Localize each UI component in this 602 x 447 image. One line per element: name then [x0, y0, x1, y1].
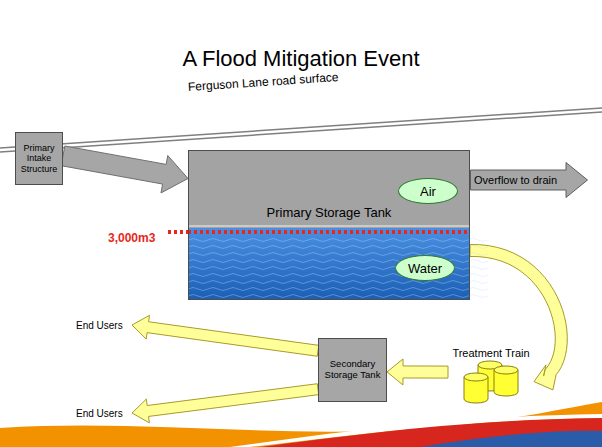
cylinder-top: [494, 366, 518, 374]
slide-title: A Flood Mitigation Event: [0, 46, 602, 72]
road-surface-line: [0, 108, 602, 148]
road-label: Ferguson Lane road surface: [188, 70, 339, 94]
flow-block-arrow: [132, 384, 319, 423]
footer-swoosh-red: [260, 418, 602, 447]
node-label: Secondary Storage Tank: [321, 359, 384, 381]
flow-block-arrow: [387, 359, 448, 385]
storage-tank: AirWater Primary Storage Tank: [188, 150, 470, 300]
capacity-level-line: [188, 230, 470, 234]
air-space: [188, 150, 470, 228]
tank-outline: [189, 151, 470, 300]
water-ripple: [188, 288, 488, 291]
water-surface: [188, 225, 470, 227]
water-ripple: [188, 253, 488, 256]
capacity-level-line: [168, 230, 190, 234]
node-label: Overflow to drain: [470, 174, 557, 186]
node-label: Air: [420, 184, 436, 199]
footer-swoosh-white: [230, 414, 602, 447]
capacity-label: 3,000m3: [108, 231, 155, 245]
secondary-tank-box: Secondary Storage Tank: [318, 338, 387, 402]
node-label: Primary Storage Tank: [188, 205, 470, 220]
treatment-train: Treatment Train: [448, 348, 534, 404]
intake-structure-box: Primary Intake Structure: [15, 132, 63, 185]
node-label: End Users: [76, 320, 123, 331]
overflow-arrow-body: [471, 163, 588, 198]
flow-block-arrow: [470, 245, 567, 390]
water-ripple: [188, 295, 488, 298]
node-label: Water: [408, 261, 442, 276]
air-ellipse: Air: [398, 178, 458, 204]
water-ripple: [188, 239, 488, 242]
end-users-text: End Users: [76, 405, 132, 421]
road-surface-line: [0, 112, 602, 152]
inflow-block-arrow: [61, 146, 188, 193]
node-label: Primary Intake Structure: [18, 143, 60, 174]
overflow-arrow: Overflow to drain: [470, 162, 588, 198]
flow-block-arrow: [132, 315, 319, 356]
node-label: End Users: [76, 408, 123, 419]
water-ellipse: Water: [395, 255, 455, 281]
water-ripple: [188, 246, 488, 249]
end-users-text: End Users: [76, 317, 132, 333]
footer-swoosh-orange: [0, 402, 602, 447]
node-heading: Treatment Train: [448, 348, 534, 359]
water-ripple: [188, 281, 488, 284]
cylinder-top: [464, 373, 488, 381]
footer-swoosh-blue: [420, 431, 602, 447]
